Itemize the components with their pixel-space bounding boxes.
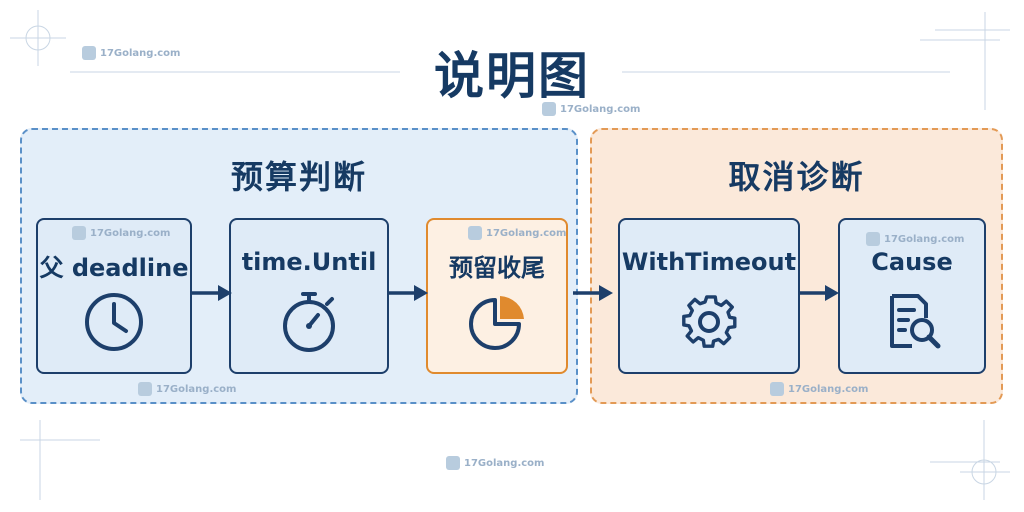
- budget-group-title: 预算判断: [230, 158, 367, 196]
- parent-deadline-label: 父 deadline: [39, 254, 189, 282]
- watermark-logo-icon: [138, 382, 152, 396]
- watermark: 17Golang.com: [82, 46, 180, 60]
- watermark-logo-icon: [770, 382, 784, 396]
- watermark: 17Golang.com: [866, 232, 964, 246]
- parent-deadline-card: 父 deadline: [36, 218, 192, 374]
- watermark-text: 17Golang.com: [560, 103, 641, 115]
- arrow-right-icon: [799, 285, 839, 301]
- with-timeout-card: WithTimeout: [618, 218, 800, 374]
- clock-icon: [85, 293, 143, 351]
- arrow-right-icon: [573, 285, 613, 301]
- pie-chart-icon: [469, 296, 524, 350]
- arrow-right-icon: [388, 285, 428, 301]
- watermark: 17Golang.com: [72, 226, 170, 240]
- watermark-logo-icon: [446, 456, 460, 470]
- time-until-card: time.Until: [229, 218, 389, 374]
- watermark-logo-icon: [468, 226, 482, 240]
- watermark-text: 17Golang.com: [788, 383, 869, 395]
- stopwatch-icon: [283, 292, 335, 352]
- watermark: 17Golang.com: [770, 382, 868, 396]
- gear-icon: [682, 295, 737, 348]
- cause-card: Cause: [838, 218, 986, 374]
- with-timeout-label: WithTimeout: [621, 248, 797, 276]
- watermark: 17Golang.com: [468, 226, 566, 240]
- watermark: 17Golang.com: [446, 456, 544, 470]
- document-search-icon: [890, 294, 941, 349]
- watermark-text: 17Golang.com: [884, 233, 965, 245]
- watermark-logo-icon: [542, 102, 556, 116]
- reserve-label: 预留收尾: [449, 254, 545, 282]
- cause-label: Cause: [871, 248, 953, 276]
- watermark-text: 17Golang.com: [156, 383, 237, 395]
- arrow-right-icon: [192, 285, 232, 301]
- watermark-logo-icon: [866, 232, 880, 246]
- reserve-card: 预留收尾: [426, 218, 568, 374]
- time-until-label: time.Until: [241, 248, 377, 276]
- watermark-text: 17Golang.com: [100, 47, 181, 59]
- watermark-text: 17Golang.com: [486, 227, 567, 239]
- watermark: 17Golang.com: [542, 102, 640, 116]
- watermark-logo-icon: [72, 226, 86, 240]
- watermark-text: 17Golang.com: [90, 227, 171, 239]
- cancel-group-title: 取消诊断: [728, 158, 865, 196]
- watermark: 17Golang.com: [138, 382, 236, 396]
- watermark-text: 17Golang.com: [464, 457, 545, 469]
- page-title: 说明图: [434, 47, 590, 105]
- watermark-logo-icon: [82, 46, 96, 60]
